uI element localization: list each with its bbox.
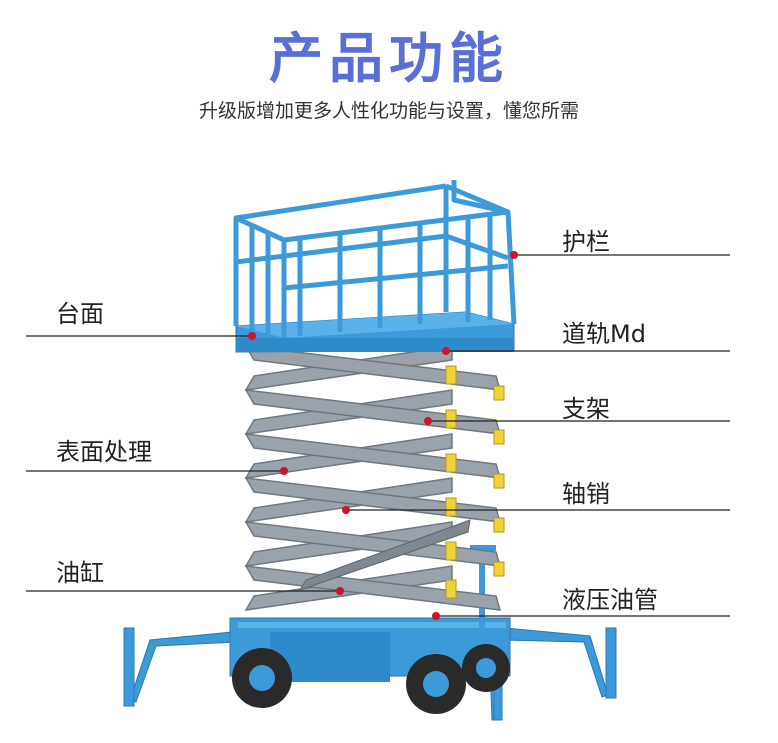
label-hydraulic-hose: 液压油管 [562, 586, 658, 614]
label-rail: 道轨Md [562, 320, 646, 348]
marker-rail [442, 347, 450, 355]
label-surface-treatment: 表面处理 [56, 438, 152, 466]
label-platform: 台面 [56, 300, 104, 328]
marker-pin [342, 506, 350, 514]
page-subtitle: 升级版增加更多人性化功能与设置，懂您所需 [198, 100, 579, 122]
label-pin: 轴销 [562, 480, 610, 508]
label-bracket: 支架 [562, 395, 610, 423]
marker-guardrail [510, 251, 518, 259]
leader-lines [26, 254, 730, 617]
marker-hose [432, 612, 440, 620]
hydraulic-cylinder [298, 519, 471, 591]
wheels [232, 644, 510, 714]
marker-bracket [424, 417, 432, 425]
page-title: 产品功能 [269, 27, 509, 90]
rollers [445, 365, 505, 599]
marker-cylinder [336, 587, 344, 595]
marker-dots [248, 251, 518, 620]
label-guardrail: 护栏 [562, 228, 610, 256]
platform-deck [235, 311, 515, 353]
marker-surface [280, 467, 288, 475]
guardrail [233, 180, 517, 338]
scissor-arms [244, 345, 502, 611]
marker-platform [248, 332, 256, 340]
label-oil-cylinder: 油缸 [56, 559, 104, 587]
